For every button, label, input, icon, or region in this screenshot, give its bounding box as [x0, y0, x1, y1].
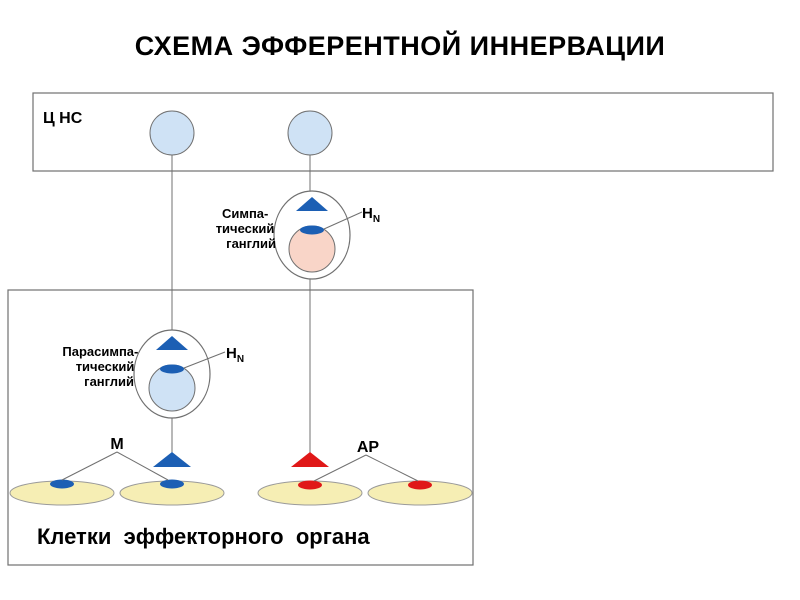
ar-pointer-right [365, 454, 419, 482]
ar-pointer-left [313, 454, 367, 482]
parasympathetic-ganglion-label: Парасимпа- тический ганглий [62, 344, 142, 389]
adrenoreceptor-1 [298, 480, 322, 490]
organ-box [7, 289, 474, 566]
parasympathetic-ganglion: HN Парасимпа- тический ганглий [62, 329, 244, 419]
effector-organ-label: Клетки эффекторного органа [37, 524, 370, 549]
parasympathetic-receptor-label: HN [226, 345, 244, 365]
cns-label: Ц НС [43, 110, 83, 127]
sympathetic-ganglion-label: Симпа- тический ганглий [216, 206, 278, 251]
sympathetic-receptor-pointer [323, 211, 363, 230]
cns-neuron-sympathetic [287, 110, 333, 156]
parasympathetic-nerve-terminal [153, 452, 191, 467]
diagram-title: СХЕМА ЭФФЕРЕНТНОЙ ИННЕРВАЦИИ [135, 30, 666, 61]
m-pointer-right [116, 451, 169, 481]
sympathetic-receptor-label: HN [362, 205, 380, 225]
cns-neuron-parasympathetic [149, 110, 195, 156]
adrenoreceptor-2 [408, 480, 432, 490]
muscarinic-receptor-2 [160, 479, 184, 489]
sympathetic-ganglion: HN Симпа- тический ганглий [216, 190, 380, 280]
sympathetic-presynaptic-terminal [296, 197, 328, 211]
parasympathetic-presynaptic-terminal [156, 336, 188, 350]
parasympathetic-receptor-pointer [183, 351, 226, 369]
ar-receptor-label: АР [357, 439, 380, 456]
parasympathetic-nicotinic-receptor [160, 364, 184, 374]
m-pointer-left [61, 451, 118, 481]
cns-box [32, 92, 774, 172]
sympathetic-nicotinic-receptor [300, 225, 324, 235]
m-receptor-label: М [110, 436, 123, 453]
sympathetic-nerve-terminal [291, 452, 329, 467]
muscarinic-receptor-1 [50, 479, 74, 489]
